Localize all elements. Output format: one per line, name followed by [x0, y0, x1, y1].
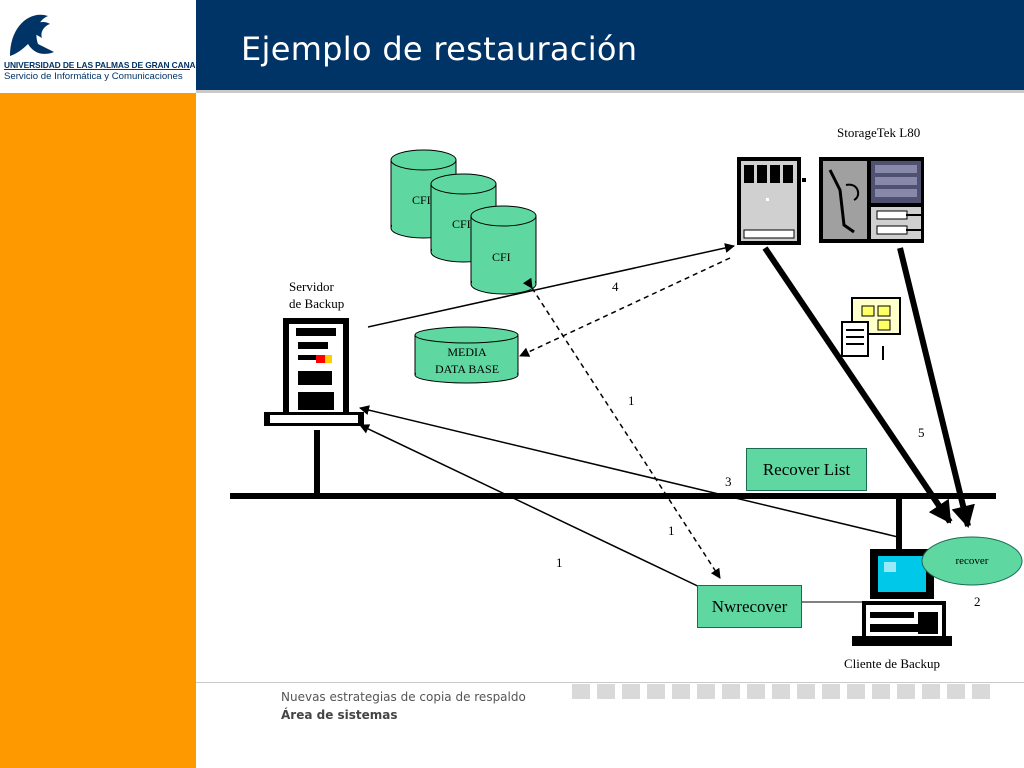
arrow-1-dashed-cfi-nwrecover	[522, 277, 721, 579]
arrow-5-library-to-recover-b	[897, 247, 975, 528]
logo-service-name: Servicio de Informática y Comunicaciones	[4, 71, 183, 82]
recover-oval-label: recover	[955, 555, 989, 567]
orange-sidebar	[0, 93, 196, 768]
arrow-3-recover-to-server	[359, 405, 899, 538]
backup-client-computer-icon	[852, 549, 952, 646]
backup-client-label: Cliente de Backup	[844, 656, 941, 671]
step-number-2: 2	[974, 594, 981, 609]
storagetek-library-icon	[819, 157, 924, 243]
backup-server-icon	[264, 318, 364, 426]
cfi-label-1: CFI	[412, 193, 431, 207]
university-logo-icon	[10, 14, 54, 56]
footer-area: Área de sistemas	[281, 708, 398, 722]
arrow-5-tape-to-recover-a	[762, 246, 953, 524]
arrow-4-server-to-tape	[367, 243, 735, 328]
client-drop-line	[896, 499, 902, 549]
cfi-cylinder-3	[470, 205, 537, 295]
media-database-cylinder	[414, 326, 519, 384]
arrow-1-nwrecover-to-server	[359, 424, 707, 591]
cfi-label-3: CFI	[492, 250, 511, 264]
server-drop-line	[314, 430, 320, 494]
logo-divider	[4, 69, 190, 70]
cfi-label-2: CFI	[452, 217, 471, 231]
step-number-5: 5	[918, 425, 925, 440]
step-number-4: 4	[612, 279, 619, 294]
nwrecover-box: Nwrecover	[697, 585, 802, 628]
storagetek-tape-unit-icon	[737, 157, 806, 245]
media-database-label: MEDIA DATA BASE	[434, 345, 500, 376]
backup-server-label: Servidor de Backup	[289, 279, 345, 311]
header-rule	[196, 90, 1024, 93]
footer-rule	[196, 682, 1024, 683]
recover-list-box: Recover List	[746, 448, 867, 491]
university-logo-area: UNIVERSIDAD DE LAS PALMAS DE GRAN CANARI…	[0, 0, 210, 93]
footer-subtitle: Nuevas estrategias de copia de respaldo	[281, 690, 526, 704]
arrow-4-tape-to-media-db	[519, 257, 731, 357]
step-number-1-left: 1	[556, 555, 563, 570]
step-number-1-top: 1	[628, 393, 635, 408]
files-folder-icon	[841, 297, 901, 360]
page-title: Ejemplo de restauración	[241, 30, 638, 68]
logo-university-name: UNIVERSIDAD DE LAS PALMAS DE GRAN CANARI…	[4, 60, 210, 70]
recover-oval	[921, 536, 1023, 586]
network-bus	[230, 493, 996, 499]
storagetek-label: StorageTek L80	[837, 125, 921, 140]
step-number-3: 3	[725, 474, 732, 489]
slide-header: Ejemplo de restauración	[196, 0, 1024, 93]
step-number-1-mid: 1	[668, 523, 675, 538]
